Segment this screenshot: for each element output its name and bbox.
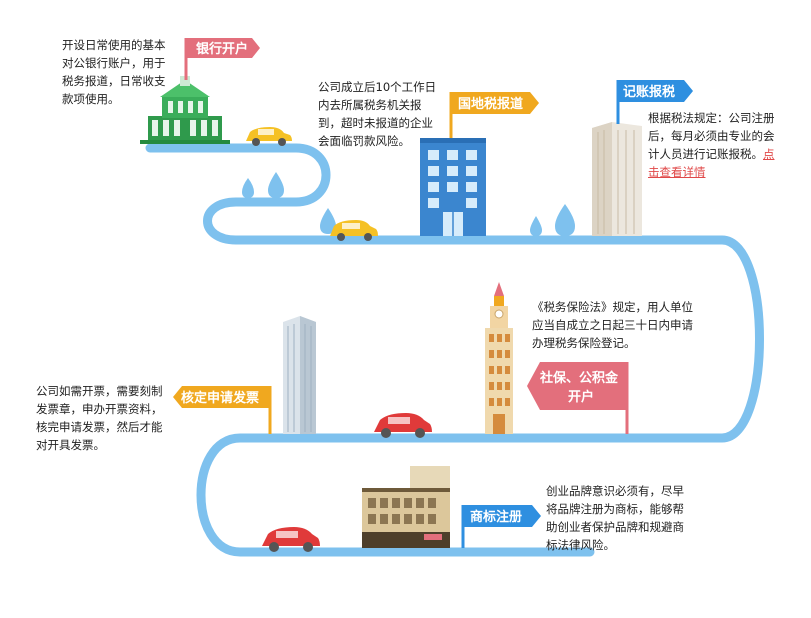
bookkeeping-description: 根据税法规定：公司注册后，每月必须由专业的会计人员进行记账报税。点击查看详情	[648, 109, 782, 181]
tree-icon	[555, 204, 575, 236]
tax-registration-description: 公司成立后10个工作日内去所属税务机关报到，超时未报道的企业会面临罚款风险。	[318, 80, 437, 148]
bank-account-description: 开设日常使用的基本对公银行账户，用于税务报道，日常收支款项使用。	[62, 38, 166, 106]
accounting-tower-building-icon	[592, 122, 642, 236]
red-car-icon	[374, 413, 432, 438]
invoice-description: 公司如需开票，需要刻制发票章，申办开票资料，核完申请发票，然后才能对开具发票。	[36, 384, 163, 452]
tree-icon	[268, 172, 284, 204]
flag-label: 商标注册	[470, 509, 522, 525]
flag-label-line1: 社保、公积金	[539, 370, 619, 386]
yellow-car-icon	[246, 127, 292, 146]
flag-label-line2: 开户	[568, 389, 594, 405]
flag-label: 国地税报道	[458, 96, 523, 112]
trademark-office-building-icon	[362, 466, 450, 548]
flag-label: 核定申请发票	[181, 390, 259, 406]
clock-tower-building-icon	[485, 282, 513, 434]
tax-office-building-icon	[420, 138, 486, 236]
winding-road	[145, 143, 764, 557]
flag-label: 记账报税	[623, 84, 675, 100]
tree-icon	[242, 178, 254, 204]
flag-trademark: 商标注册	[461, 505, 541, 548]
flag-tax-registration: 国地税报道	[449, 92, 539, 138]
tree-icon	[530, 216, 542, 236]
flag-invoice-application: 核定申请发票	[173, 386, 272, 434]
tree-icon	[320, 208, 336, 234]
social-security-description: 《税务保险法》规定，用人单位应当自成立之日起三十日内申请办理税务保险登记。	[532, 300, 693, 350]
bookkeeping-description-text: 根据税法规定：公司注册后，每月必须由专业的会计人员进行记账报税。	[648, 111, 775, 161]
flag-label: 银行开户	[196, 41, 248, 57]
bank-building-icon	[140, 76, 230, 144]
skyscraper-building-icon	[283, 316, 316, 434]
view-details-link[interactable]: 点击查看详情	[648, 147, 775, 179]
flag-social-security: 社保、公积金 开户	[527, 362, 629, 434]
yellow-car-icon	[330, 220, 378, 241]
flag-bank-account: 银行开户	[184, 38, 260, 80]
trademark-description: 创业品牌意识必须有，尽早将品牌注册为商标，能够帮助创业者保护品牌和规避商标法律风…	[546, 484, 684, 552]
flag-bookkeeping: 记账报税	[616, 80, 693, 124]
red-car-icon	[262, 527, 320, 552]
